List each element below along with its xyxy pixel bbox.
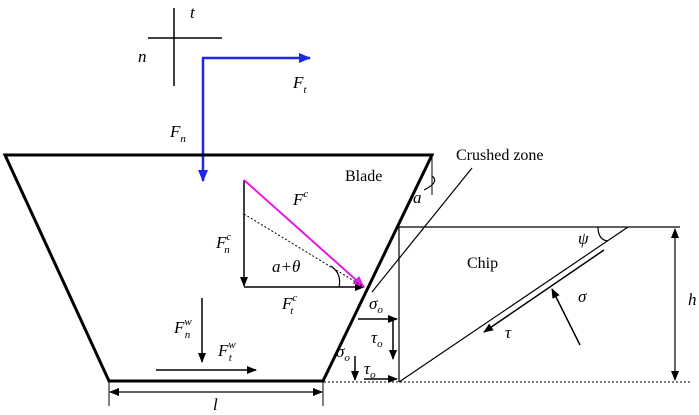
sigma-o-label-upper: σo [369,294,383,316]
fc-arrow [243,179,365,288]
angle-sum-label: a+θ [272,257,300,276]
ft-label: Ft [292,73,307,96]
tau-arrow [483,249,605,333]
sigma-o-label-lower: σo [336,342,350,364]
tau-o-label-upper: τo [371,328,383,350]
chip-label: Chip [467,255,498,272]
resultant-dotted-line [243,213,365,288]
shear-plane-line [398,226,629,383]
tau-label: τ [505,323,512,342]
crushed-zone-label: Crushed zone [456,147,544,164]
t-axis-label: t [190,3,196,22]
fn-label: Fn [169,122,186,145]
angle-a-label: a [413,188,422,207]
h-label: h [688,290,697,309]
fc-label: Fc [292,188,308,209]
angle-a-arc [423,175,436,191]
tau-o-label-lower: τo [364,359,376,381]
blade-label: Blade [345,168,382,185]
psi-arc [597,226,609,242]
sigma-arrow [551,288,581,346]
psi-label: ψ [578,229,589,248]
l-label: l [213,395,218,414]
n-axis-label: n [138,47,147,66]
crushed-zone-leader [371,167,473,293]
angle-a-theta-arc [330,265,341,288]
sigma-label: σ [578,287,587,306]
